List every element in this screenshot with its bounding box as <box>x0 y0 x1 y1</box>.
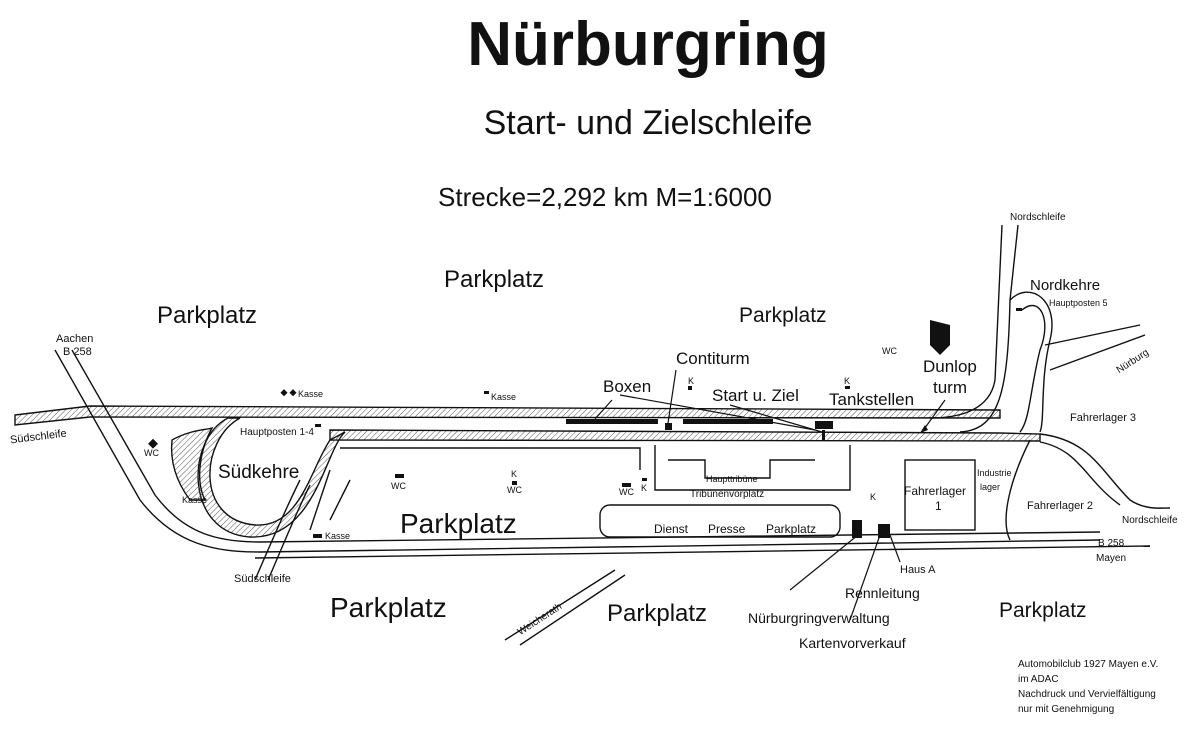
start-finish-line <box>822 430 825 440</box>
label-k: K <box>688 376 695 386</box>
label-parkplatz-bottom-left: Parkplatz <box>330 592 447 623</box>
label-nordschleife-top: Nordschleife <box>1010 212 1066 223</box>
rennleitung-building <box>852 520 862 538</box>
label-boxen: Boxen <box>603 377 652 396</box>
label-presse: Presse <box>708 522 746 536</box>
label-dunlop: Dunlop <box>923 357 977 376</box>
label-fahrerlager-3: Fahrerlager 3 <box>1070 412 1137 424</box>
label-parkplatz-bottom-mid: Parkplatz <box>607 600 708 627</box>
publisher-note: Automobilclub 1927 Mayen e.V. im ADAC Na… <box>1018 657 1158 717</box>
haus-a-building <box>878 524 890 538</box>
main-straight-lower <box>329 429 1041 442</box>
label-contiturm: Contiturm <box>676 349 750 368</box>
label-suedschleife-bottom: Südschleife <box>234 573 291 585</box>
label-kasse: Kasse <box>325 531 351 541</box>
publisher-line: Automobilclub 1927 Mayen e.V. <box>1018 659 1159 670</box>
label-parkplatz-right-top: Parkplatz <box>739 304 827 327</box>
label-hauptposten-1-4: Hauptposten 1-4 <box>240 427 314 438</box>
label-hauptposten-5: Hauptposten 5 <box>1049 298 1108 308</box>
map-title: Nürburgring <box>467 10 829 79</box>
dunlop-tower-building <box>930 320 950 355</box>
road-nordschleife-east <box>1039 433 1171 509</box>
label-parkplatz-bottom-right: Parkplatz <box>999 599 1087 622</box>
copyright-line: nur mit Genehmigung <box>1018 704 1115 715</box>
label-dienst: Dienst <box>654 522 689 536</box>
label-parkplatz-top: Parkplatz <box>444 266 545 293</box>
label-haupttribuene: Haupttribüne <box>706 474 758 484</box>
label-wc: WC <box>144 448 159 458</box>
label-kartenvorverkauf: Kartenvorverkauf <box>799 635 906 651</box>
label-haus-a: Haus A <box>900 564 936 576</box>
label-k: K <box>511 469 518 479</box>
start-finish-building <box>815 421 833 429</box>
label-tribuenenvorplatz: Tribünenvorplatz <box>690 489 765 500</box>
nordkehre <box>1009 291 1053 433</box>
main-straight-upper <box>14 405 1001 426</box>
label-wc: WC <box>507 485 522 495</box>
label-start-ziel: Start u. Ziel <box>712 386 799 405</box>
label-k: K <box>870 492 877 502</box>
label-wc: WC <box>882 346 897 356</box>
label-rennleitung: Rennleitung <box>845 585 920 601</box>
label-aachen: Aachen <box>56 333 94 345</box>
label-tankstellen: Tankstellen <box>829 390 915 409</box>
label-parkplatz-dienst: Parkplatz <box>766 522 817 536</box>
copyright-line: Nachdruck und Vervielfältigung <box>1018 689 1156 700</box>
label-lager: lager <box>980 482 1001 492</box>
map-subtitle: Start- und Zielschleife <box>483 104 813 142</box>
label-kasse: Kasse <box>182 495 208 505</box>
label-suedkehre: Südkehre <box>218 462 300 483</box>
label-nordkehre: Nordkehre <box>1030 277 1101 294</box>
label-mayen: Mayen <box>1096 553 1127 564</box>
label-industrie: Industrie <box>977 468 1012 478</box>
suedschleife-exit <box>254 479 311 581</box>
label-turm: turm <box>933 378 967 397</box>
label-k: K <box>641 483 648 493</box>
contiturm-marker <box>665 423 672 430</box>
label-verwaltung: Nürburgringverwaltung <box>748 610 890 626</box>
label-kasse: Kasse <box>298 389 324 399</box>
pit-boxes-right <box>683 419 773 424</box>
road-nordschleife-north <box>929 224 1019 433</box>
label-b258-left: B 258 <box>63 346 92 358</box>
pit-boxes-left <box>566 419 658 424</box>
label-kasse: Kasse <box>491 392 517 402</box>
publisher-line: im ADAC <box>1018 674 1059 685</box>
label-nordschleife-right: Nordschleife <box>1122 515 1178 526</box>
road-aachen <box>54 349 1101 553</box>
label-b258-right: B 258 <box>1098 538 1125 549</box>
road-weicherath <box>504 569 626 646</box>
label-fahrerlager-2: Fahrerlager 2 <box>1027 500 1094 512</box>
label-fahrerlager-1: Fahrerlager <box>904 484 967 498</box>
label-wc: WC <box>619 487 634 497</box>
road-nuerburg <box>1044 324 1146 371</box>
label-parkplatz-left: Parkplatz <box>157 302 258 329</box>
label-k: K <box>844 376 851 386</box>
label-fahrerlager-1-number: 1 <box>935 499 942 513</box>
scale-line: Strecke=2,292 km M=1:6000 <box>438 182 772 212</box>
label-parkplatz-center: Parkplatz <box>400 508 517 539</box>
label-wc: WC <box>391 481 406 491</box>
